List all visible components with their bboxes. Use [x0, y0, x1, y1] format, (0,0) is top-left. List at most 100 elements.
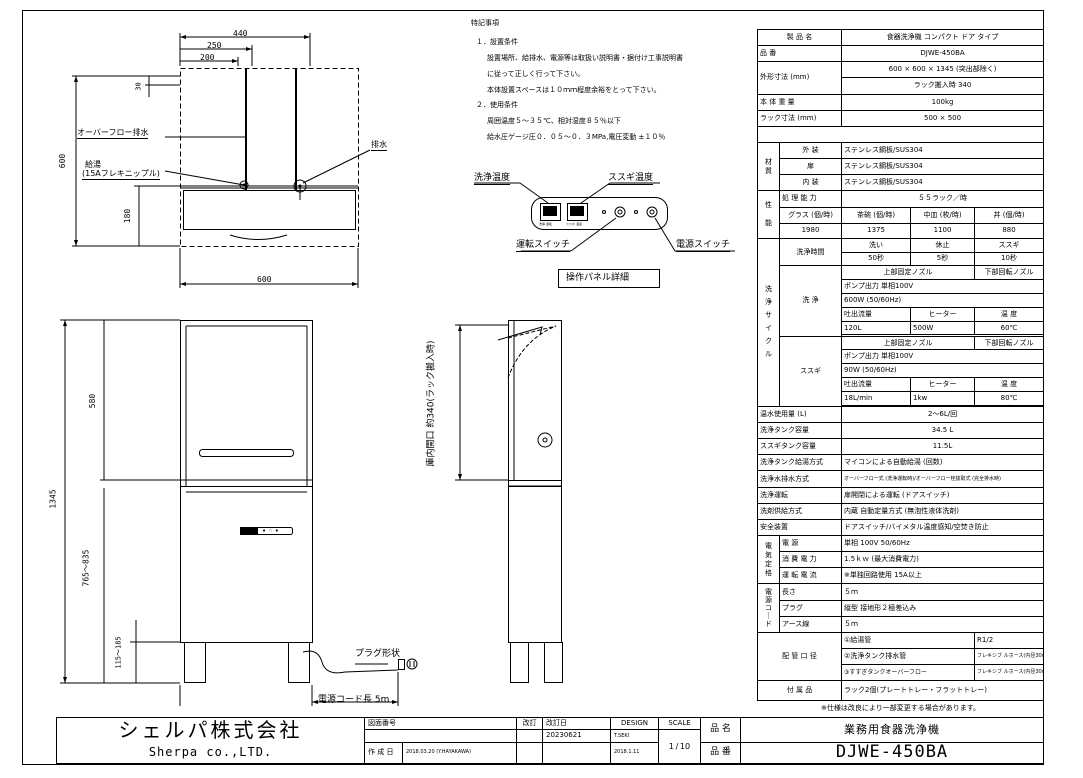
dim-440: 440: [233, 29, 248, 38]
spec-current-value: ※単独回路使用 15A以上: [841, 567, 1045, 585]
spec-footnote: ※仕様は改良により一部変更する場合があります。: [757, 699, 1044, 717]
spec-w-heater: ヒーター: [910, 306, 976, 322]
spec-consumption-value: 1.5ｋｗ (最大消費電力): [841, 551, 1045, 569]
spec-rinse-label: ススギ: [778, 335, 843, 407]
spec-wt-rinse-value: 10秒: [974, 251, 1045, 267]
dim-200: 200: [200, 53, 215, 62]
spec-don-label: 丼 (個/時): [974, 206, 1045, 224]
panel-detail: [474, 182, 735, 288]
revision-date-value: 20230621: [542, 729, 611, 743]
spec-power-value: 単相 100V 50/60Hz: [841, 535, 1045, 553]
notes-section-1: １．設置条件: [476, 38, 518, 46]
product-number-value: DJWE-450BA: [740, 741, 1044, 765]
label-wash-temp: 洗浄温度: [474, 173, 511, 185]
dim-600-side: 600: [58, 153, 68, 169]
spec-mat-door-label: 扉: [778, 158, 843, 176]
product-name-label: 品 名: [700, 717, 741, 743]
spec-pipe2-value: フレキシブ ルホース(内径30mm): [974, 647, 1045, 666]
spec-capacity-value: ５５ラック／時: [841, 190, 1045, 208]
spec-pipe2: ②洗浄タンク排水管: [841, 647, 976, 666]
spec-cycle-char: 洗浄サイクル: [757, 237, 780, 407]
dim-30: 30: [134, 82, 143, 91]
title-block: シェルパ株式会社 図面番号 改訂 改訂日 DESIGN SCALE 品 名 業務…: [56, 716, 1044, 765]
spec-mat-outer-label: 外 装: [778, 141, 843, 160]
created-label: 作 成 日: [364, 741, 403, 765]
spec-dims-label: 外形寸法 (mm): [756, 61, 843, 95]
spec-mat-outer-value: ステンレス鋼板/SUS304: [841, 141, 1045, 160]
spec-operation-value: 扉開閉による運転 (ドアスイッチ): [841, 486, 1045, 504]
revision-date-label: 改訂日: [542, 716, 611, 731]
spec-r-temp-value: 80℃: [974, 390, 1045, 406]
label-rinse-temp: ススギ温度: [608, 173, 654, 185]
spec-supply-method-label: 洗浄タンク給湯方式: [756, 454, 843, 472]
dim-580: 580: [88, 393, 98, 409]
spec-mat-inner-label: 内 装: [778, 174, 843, 192]
spec-plug-value: 縦型 接地形２極差込み: [841, 599, 1045, 617]
front-view: [60, 319, 399, 706]
spec-bowl-value: 1375: [841, 222, 912, 239]
notes-s1-line1: 設置場所、給排水、電源等は取扱い説明書・据付け工事説明書: [487, 54, 683, 62]
spec-plate-value: 1100: [910, 222, 976, 239]
spec-r-lower: 下部回転ノズル: [974, 335, 1045, 351]
company-name-ja: シェルパ株式会社: [56, 717, 365, 743]
label-run-switch: 運転スイッチ: [516, 240, 571, 252]
spec-r-heater: ヒーター: [910, 377, 976, 392]
label-plug-shape: プラグ形状: [355, 649, 401, 659]
scale-value: 1 / 10: [658, 729, 701, 764]
spec-operation-label: 洗浄運転: [756, 486, 843, 504]
spec-cord-length-value: ５ｍ: [841, 583, 1045, 601]
spec-r-upper: 上部固定ノズル: [841, 335, 976, 351]
spec-w-pump-value: 600W (50/60Hz): [841, 292, 1045, 308]
spec-earth-label: アース線: [778, 615, 843, 633]
plug-shape-icon: [398, 658, 418, 670]
spec-plug-label: プラグ: [778, 599, 843, 617]
spec-rinsetank-label: ススギタンク容量: [756, 438, 843, 456]
top-view: [72, 33, 371, 288]
spec-bowl-label: 茶碗 (個/時): [841, 206, 912, 224]
spec-detergent-value: 内蔵 自動定量方式 (無泡性液体洗剤): [841, 502, 1045, 520]
spec-wt-wash-value: 50秒: [841, 251, 912, 267]
spec-current-label: 運 転 電 流: [778, 567, 843, 585]
spec-w-flow: 吐出流量: [841, 306, 912, 322]
spec-r-heater-value: 1kw: [910, 390, 976, 406]
spec-don-value: 880: [974, 222, 1045, 239]
spec-drain-method-value: オーバーフロー式 (洗浄運転時)/オーバーフロー栓抜取式 (完全排水時): [841, 470, 1045, 488]
dim-180: 180: [123, 208, 133, 224]
spec-wash-time-label: 洗浄時間: [778, 237, 843, 267]
spec-product-label: 製 品 名: [756, 28, 843, 47]
spec-elec-char: 電気定格: [757, 535, 780, 585]
panel-caption-right: ススギ 温度: [566, 222, 582, 226]
dim-600-bottom: 600: [257, 275, 272, 284]
spec-plate-label: 中皿 (枚/時): [910, 206, 976, 224]
spec-performance-char: 性能: [757, 190, 780, 239]
spec-glass-label: グラス (個/時): [778, 206, 843, 224]
spec-pipe1-value: R1/2: [974, 631, 1045, 650]
designer: T.SEKI: [610, 729, 659, 743]
spec-number-value: DJWE-450BA: [841, 45, 1045, 63]
label-supply-fitting: (15Aフレキニップル): [82, 169, 160, 180]
spec-r-temp: 温 度: [974, 377, 1045, 392]
spec-pipe-label: 配 管 口 径: [756, 631, 843, 682]
spec-weight-value: 100kg: [841, 93, 1045, 111]
notes-s2-line2: 給水圧ゲージ圧０．０５～０．３MPa,電圧変動 ±１０％: [487, 133, 666, 141]
dim-765-835: 765～835: [81, 549, 91, 587]
spec-dims-value: 600 × 600 × 1345 (突出部除く): [841, 61, 1045, 79]
spec-wt-pause-value: 5秒: [910, 251, 976, 267]
label-drain: 排水: [371, 140, 387, 151]
design-date: 2018.1.11: [610, 741, 659, 765]
product-number-label: 品 番: [700, 741, 741, 765]
spec-glass-value: 1980: [778, 222, 843, 239]
spec-r-flow: 吐出流量: [841, 377, 912, 392]
created-value: 2018.03.20 (Y.HAYAKAWA): [402, 741, 517, 765]
panel-caption-left: 洗浄 運転: [539, 222, 552, 226]
spec-wt-pause: 休止: [910, 237, 976, 253]
side-view: [455, 320, 563, 683]
spec-rinsetank-value: 11.5L: [841, 438, 1045, 456]
spec-mat-inner-value: ステンレス鋼板/SUS304: [841, 174, 1045, 192]
spec-washtank-value: 34.5 L: [841, 422, 1045, 440]
spec-supply-method-value: マイコンによる自動給湯 (回数): [841, 454, 1045, 472]
dim-250: 250: [207, 41, 222, 50]
